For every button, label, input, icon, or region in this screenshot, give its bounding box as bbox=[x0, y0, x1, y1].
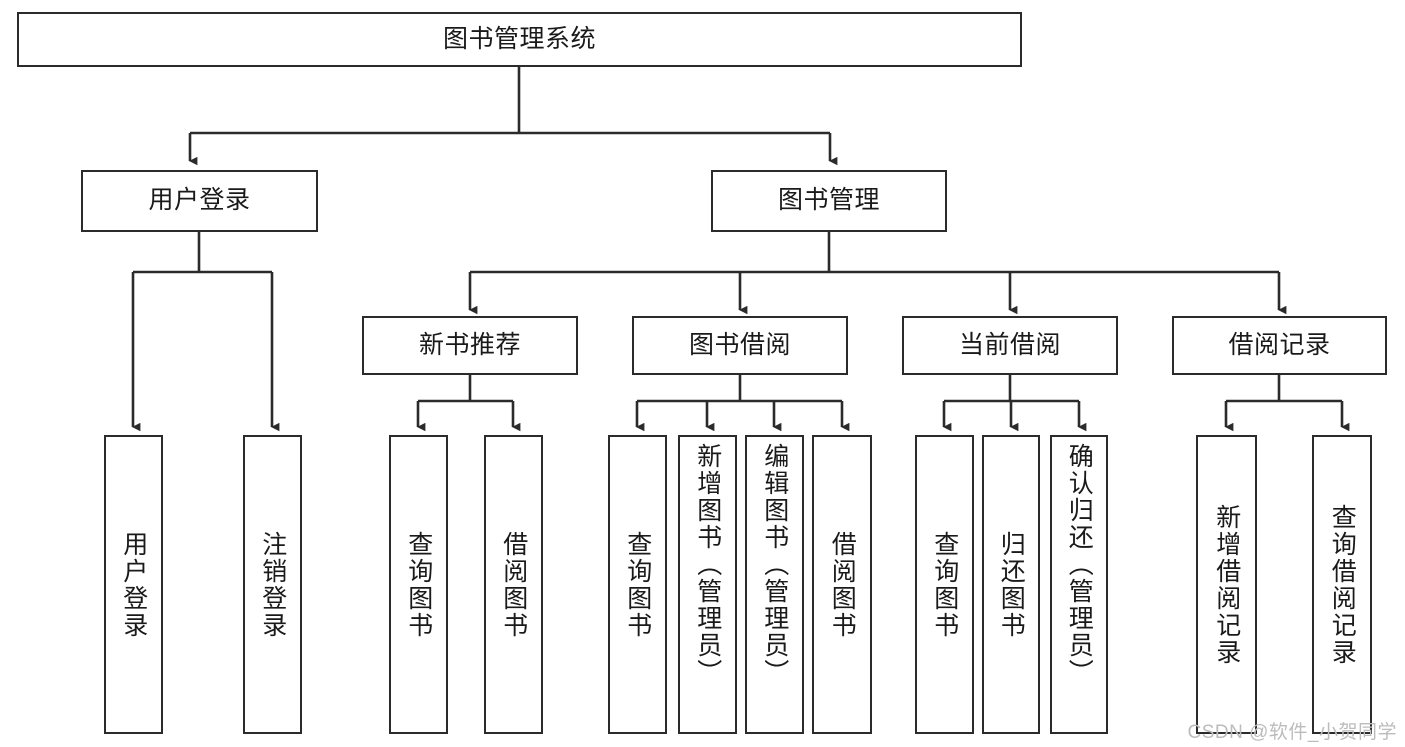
leaf-borrow-query-book-label: 查询图书 bbox=[623, 530, 652, 639]
leaf-recommend-borrow-book[interactable]: 借阅图书 bbox=[484, 435, 543, 734]
node-root-label: 图书管理系统 bbox=[442, 24, 596, 53]
leaf-user-login-logout-label: 注销登录 bbox=[258, 530, 287, 639]
node-user-login-label: 用户登录 bbox=[148, 186, 251, 215]
leaf-borrow-borrow-book[interactable]: 借阅图书 bbox=[812, 435, 872, 734]
leaf-recommend-query-book[interactable]: 查询图书 bbox=[389, 435, 448, 734]
leaf-user-login-login[interactable]: 用户登录 bbox=[104, 435, 163, 734]
leaf-borrow-add-book[interactable]: 新增图书（管理员） bbox=[678, 435, 737, 734]
leaf-borrow-borrow-book-label: 借阅图书 bbox=[828, 530, 857, 639]
leaf-borrow-query-book[interactable]: 查询图书 bbox=[608, 435, 667, 734]
leaf-records-query-record-label: 查询借阅记录 bbox=[1328, 503, 1357, 666]
leaf-current-return-book-label: 归还图书 bbox=[997, 530, 1026, 639]
leaf-current-confirm-return-label: 确认归还（管理员） bbox=[1065, 443, 1094, 686]
node-book-borrow-label: 图书借阅 bbox=[688, 330, 791, 359]
node-book-management-label: 图书管理 bbox=[777, 186, 880, 215]
leaf-current-return-book[interactable]: 归还图书 bbox=[982, 435, 1040, 734]
leaf-user-login-logout[interactable]: 注销登录 bbox=[243, 435, 302, 734]
leaf-borrow-edit-book-label: 编辑图书（管理员） bbox=[760, 443, 789, 686]
watermark: CSDN @软件_小贺同学 bbox=[1187, 722, 1397, 743]
leaf-recommend-borrow-book-label: 借阅图书 bbox=[499, 530, 528, 639]
node-borrow-records-label: 借阅记录 bbox=[1228, 330, 1331, 359]
leaf-current-confirm-return[interactable]: 确认归还（管理员） bbox=[1050, 435, 1108, 734]
node-borrow-records[interactable]: 借阅记录 bbox=[1172, 316, 1387, 375]
leaf-current-query-book-label: 查询图书 bbox=[930, 530, 959, 639]
node-current-borrow[interactable]: 当前借阅 bbox=[902, 316, 1118, 375]
leaf-records-query-record[interactable]: 查询借阅记录 bbox=[1312, 435, 1372, 734]
leaf-borrow-edit-book[interactable]: 编辑图书（管理员） bbox=[745, 435, 804, 734]
node-new-book-recommend[interactable]: 新书推荐 bbox=[362, 316, 578, 375]
node-book-management[interactable]: 图书管理 bbox=[711, 170, 947, 232]
node-book-borrow[interactable]: 图书借阅 bbox=[632, 316, 848, 375]
node-current-borrow-label: 当前借阅 bbox=[958, 330, 1061, 359]
leaf-current-query-book[interactable]: 查询图书 bbox=[915, 435, 974, 734]
leaf-borrow-add-book-label: 新增图书（管理员） bbox=[693, 443, 722, 686]
node-root[interactable]: 图书管理系统 bbox=[17, 12, 1022, 67]
node-new-book-recommend-label: 新书推荐 bbox=[418, 330, 521, 359]
leaf-records-add-record[interactable]: 新增借阅记录 bbox=[1196, 435, 1257, 734]
leaf-records-add-record-label: 新增借阅记录 bbox=[1212, 503, 1241, 666]
leaf-user-login-login-label: 用户登录 bbox=[119, 530, 148, 639]
node-user-login[interactable]: 用户登录 bbox=[81, 170, 318, 232]
leaf-recommend-query-book-label: 查询图书 bbox=[404, 530, 433, 639]
